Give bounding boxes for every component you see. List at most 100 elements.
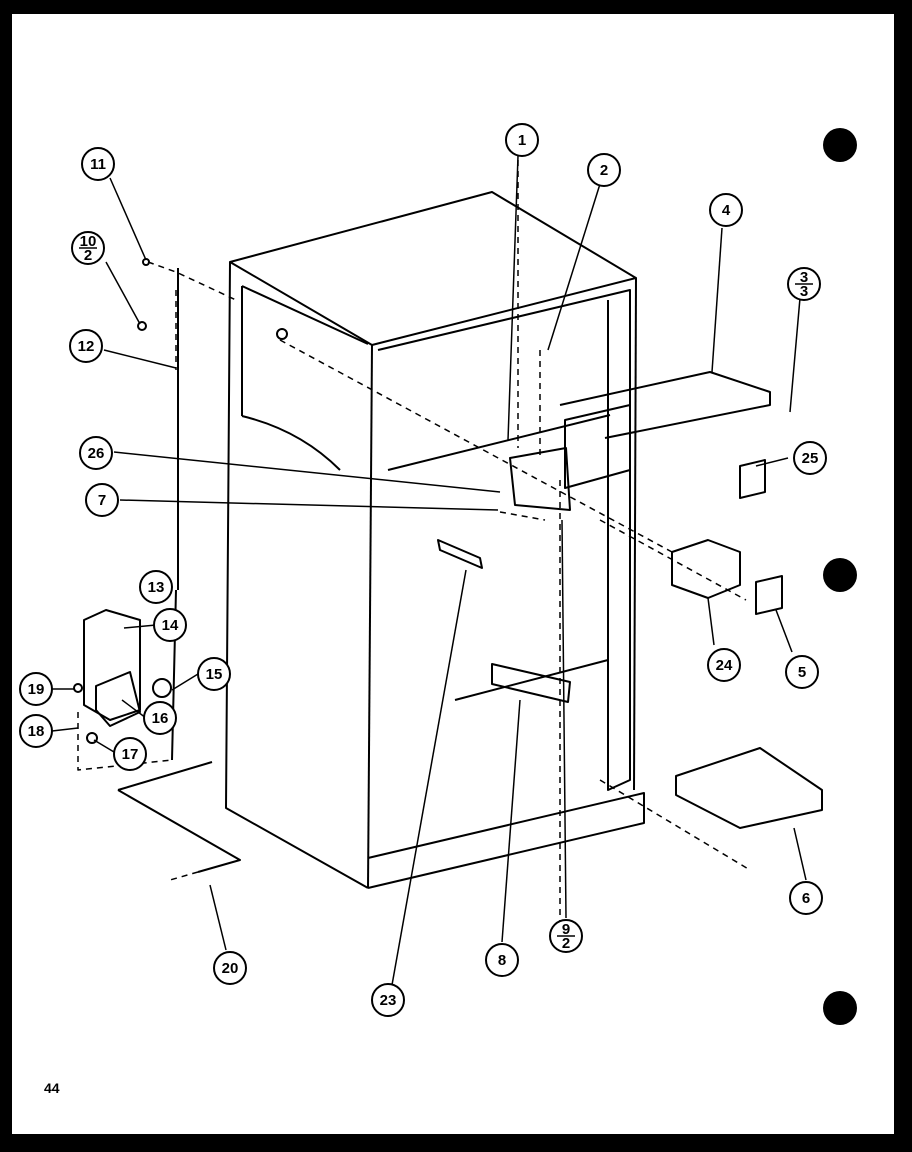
- grommet: [276, 328, 288, 340]
- cabinet-side: [225, 261, 369, 889]
- dash-duct: [279, 339, 673, 553]
- callout-10-2: 102: [71, 231, 105, 265]
- screw-10: [137, 321, 147, 331]
- callout-label: 1: [518, 132, 526, 149]
- callout-circle: [113, 737, 147, 771]
- leader-26: [113, 451, 501, 493]
- leader-15: [171, 673, 199, 691]
- leader-23: [391, 569, 467, 986]
- registration-dot-middle: [823, 558, 857, 592]
- callout-19: 19: [19, 672, 53, 706]
- leader-10: [105, 261, 141, 325]
- cabinet-right-edge: [633, 277, 637, 791]
- callout-label: 2: [562, 935, 570, 952]
- exploded-parts-diagram: 1243325245692823201716151413191872612102…: [19, 123, 857, 1025]
- callout-label: 24: [716, 657, 733, 674]
- callout-label: 14: [162, 617, 179, 634]
- callout-12: 12: [69, 329, 103, 363]
- dash-6: [599, 779, 751, 871]
- crisper-tray: [675, 747, 823, 829]
- leader-12: [103, 349, 177, 369]
- capacitor: [152, 678, 172, 698]
- callout-11: 11: [81, 147, 115, 181]
- dash-floor: [169, 871, 199, 881]
- callout-label: 25: [802, 450, 819, 467]
- dash-24: [599, 519, 747, 601]
- screw-17: [86, 732, 98, 744]
- callout-label: 13: [148, 579, 165, 596]
- callout-circle: [85, 483, 119, 517]
- duct-top: [559, 371, 771, 439]
- callout-24: 24: [707, 648, 741, 682]
- leader-6: [793, 827, 807, 881]
- callout-label: 20: [222, 960, 239, 977]
- thermostat-housing: [564, 404, 631, 489]
- leader-9: [561, 519, 567, 919]
- callout-label: 18: [28, 723, 45, 740]
- leader-20: [209, 884, 227, 951]
- callout-circle: [371, 983, 405, 1017]
- leader-7: [119, 499, 499, 511]
- callout-9-2: 92: [549, 919, 583, 953]
- dash-7: [499, 511, 546, 521]
- callout-label: 11: [90, 156, 106, 173]
- shelf-line: [387, 414, 611, 471]
- bottom-inner: [454, 659, 609, 701]
- duct-cover: [755, 575, 783, 615]
- shelf-support: [491, 663, 571, 703]
- freezer-top-liner: [241, 415, 341, 471]
- callout-label: 17: [122, 746, 139, 763]
- callout-circle: [19, 672, 53, 706]
- callout-20: 20: [213, 951, 247, 985]
- leader-11: [109, 177, 147, 261]
- callout-label: 2: [600, 162, 608, 179]
- leader-18: [51, 727, 79, 732]
- callout-13: 13: [139, 570, 173, 604]
- callout-label: 8: [498, 952, 506, 969]
- callout-label: 3: [800, 269, 808, 286]
- floor-plate: [117, 761, 241, 873]
- callout-2: 2: [587, 153, 621, 187]
- nut-11: [142, 258, 150, 266]
- callout-circle: [19, 714, 53, 748]
- callout-14: 14: [153, 608, 187, 642]
- cabinet-top: [229, 191, 637, 346]
- cabinet-opening-left: [241, 285, 369, 416]
- cabinet-front-edge: [367, 344, 373, 889]
- callout-6: 6: [789, 881, 823, 915]
- callout-circle: [153, 608, 187, 642]
- registration-dot-bottom: [823, 991, 857, 1025]
- callout-4: 4: [709, 193, 743, 227]
- callout-7: 7: [85, 483, 119, 517]
- callout-label: 15: [206, 666, 223, 683]
- callout-circle: [707, 648, 741, 682]
- callout-16: 16: [143, 701, 177, 735]
- callout-label: 4: [722, 202, 731, 219]
- callout-circle: [789, 881, 823, 915]
- callout-label: 26: [88, 445, 105, 462]
- callout-circle: [139, 570, 173, 604]
- callout-23: 23: [371, 983, 405, 1017]
- callout-label: 7: [98, 492, 106, 509]
- callout-circle: [785, 655, 819, 689]
- leader-16: [121, 699, 147, 719]
- callout-circle: [213, 951, 247, 985]
- callout-circle: [81, 147, 115, 181]
- callout-label: 5: [798, 664, 806, 681]
- relay-cover: [95, 671, 141, 727]
- light-socket: [437, 539, 483, 569]
- cold-control-bracket: [509, 447, 571, 511]
- cabinet-base: [367, 792, 645, 889]
- leader-2: [547, 183, 601, 351]
- callout-circle: [143, 701, 177, 735]
- leader-14: [123, 624, 157, 629]
- callout-26: 26: [79, 436, 113, 470]
- callout-circle: [197, 657, 231, 691]
- callout-label: 16: [152, 710, 169, 727]
- callout-label: 12: [78, 338, 95, 355]
- cabinet-opening-right: [377, 289, 631, 791]
- leader-3: [789, 297, 801, 413]
- callout-circle: [505, 123, 539, 157]
- compressor-relay-bracket: [83, 609, 141, 721]
